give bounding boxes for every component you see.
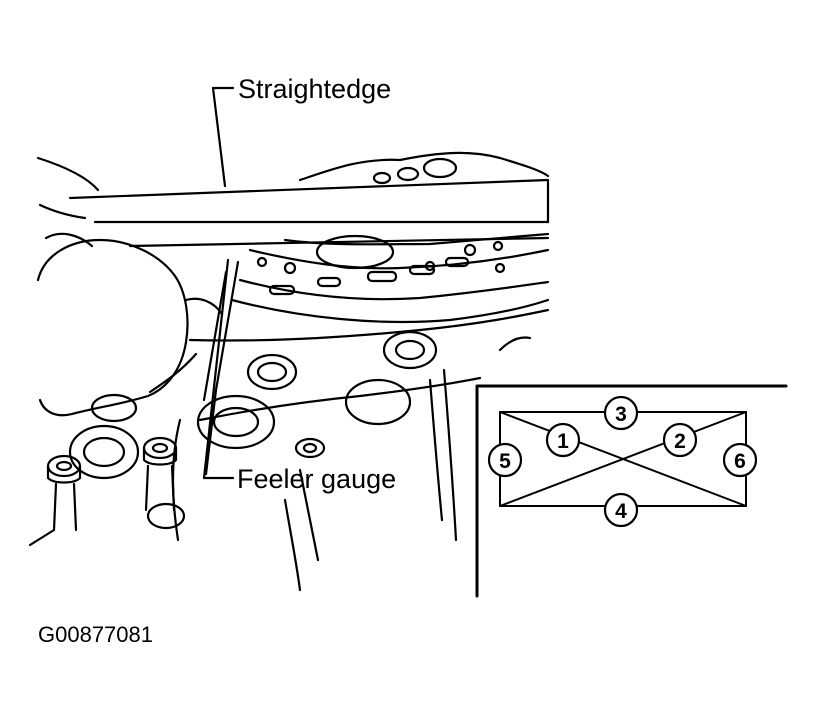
feeler-gauge-tool bbox=[202, 260, 240, 476]
feeler-gauge-label: Feeler gauge bbox=[237, 464, 396, 494]
position-2-circle bbox=[662, 422, 698, 458]
position-3-circle bbox=[603, 395, 639, 431]
position-4-label: 4 bbox=[615, 500, 627, 523]
position-1-circle bbox=[545, 422, 581, 458]
straightedge-leader-drop bbox=[211, 86, 227, 188]
engine-block bbox=[68, 308, 550, 592]
position-3-label: 3 bbox=[615, 403, 627, 426]
bolt-left bbox=[28, 454, 82, 547]
position-2-label: 2 bbox=[674, 430, 686, 453]
hand bbox=[36, 156, 224, 417]
cylinder-head-surface bbox=[230, 151, 550, 324]
straightedge-label: Straightedge bbox=[238, 74, 391, 104]
position-6-label: 6 bbox=[734, 450, 746, 473]
position-6-circle bbox=[722, 442, 758, 478]
bolt-middle bbox=[142, 436, 186, 530]
position-5-circle bbox=[487, 442, 523, 478]
position-4-circle bbox=[603, 492, 639, 528]
position-5-label: 5 bbox=[499, 450, 511, 473]
straightedge-bar bbox=[68, 178, 550, 248]
feeler-gauge-leader bbox=[202, 258, 235, 480]
position-1-label: 1 bbox=[557, 430, 569, 453]
figure-id: G00877081 bbox=[38, 622, 153, 647]
inset-frame bbox=[475, 384, 788, 598]
bolt-right bbox=[294, 437, 326, 459]
